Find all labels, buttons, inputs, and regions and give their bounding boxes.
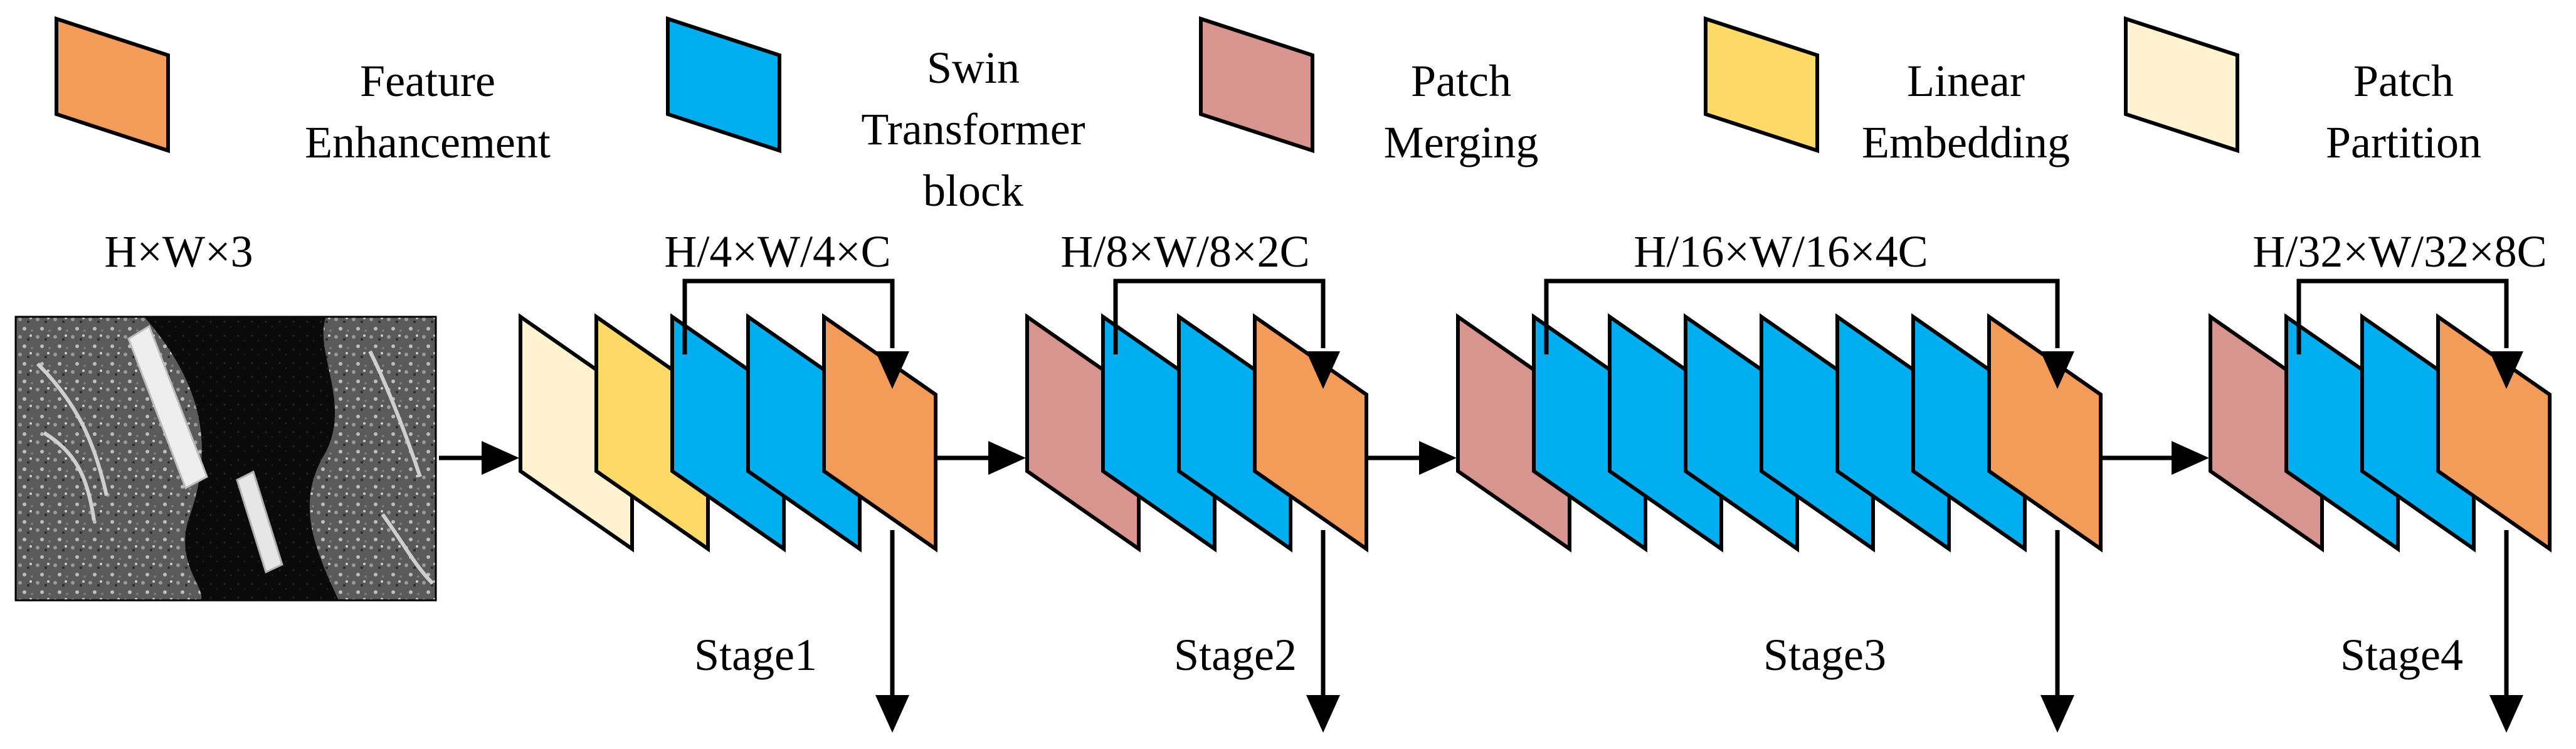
output-arrowhead [1306, 695, 1340, 733]
legend-swatch-feature-enhancement [55, 16, 170, 154]
stage-label: Stage4 [2340, 630, 2463, 680]
legend-swatch-linear-embedding [1704, 16, 1819, 154]
connections [439, 279, 2523, 733]
stage-dimension-label: H/32×W/32×8C [2252, 226, 2547, 277]
stage-dimension-label: H/16×W/16×4C [1634, 226, 1928, 277]
legend-label-swin-block: block [923, 166, 1023, 216]
flow-arrowhead [482, 441, 519, 475]
input-section: H×W×3 [14, 226, 437, 602]
legend-label-feature-enhancement: Feature [360, 56, 495, 106]
output-arrowhead [875, 695, 909, 733]
flow-arrowhead [1419, 441, 1457, 475]
skip-connection [1113, 279, 1326, 354]
legend-swatch-patch-merging [1199, 16, 1314, 154]
stage-label: Stage2 [1174, 630, 1297, 680]
output-arrowhead [2489, 695, 2523, 733]
stage-dimension-label: H/4×W/4×C [664, 226, 890, 277]
output-arrowhead [2040, 695, 2074, 733]
stage-3: H/16×W/16×4C Stage3 [1456, 226, 2103, 680]
stage-dimension-label: H/8×W/8×2C [1060, 226, 1309, 277]
legend-label-linear-embedding: Linear [1907, 56, 2025, 106]
skip-arrowhead [1306, 351, 1340, 389]
stage-2: H/8×W/8×2C Stage2 [1025, 226, 1368, 680]
legend-swatch-patch-partition [2124, 16, 2239, 154]
input-dimension-label: H×W×3 [104, 226, 253, 277]
legend-label-patch-merging: Merging [1384, 117, 1539, 167]
legend-label-patch-partition: Partition [2326, 117, 2481, 167]
flow-arrowhead [2172, 441, 2209, 475]
legend-label-patch-merging: Patch [1411, 56, 1511, 106]
flow-arrowhead [988, 441, 1026, 475]
legend-label-swin-block: Swin [927, 43, 1020, 93]
skip-arrowhead [2040, 351, 2074, 389]
stage-label: Stage3 [1763, 630, 1886, 680]
skip-connection [1544, 279, 2060, 354]
skip-connection [2296, 279, 2509, 354]
stage-label: Stage1 [694, 630, 817, 680]
stage-4: H/32×W/32×8C Stage4 [2209, 226, 2552, 680]
stages: H/4×W/4×C Stage1 H/8×W/8×2C Stage2 H/16×W/16… [519, 226, 2552, 680]
legend-label-swin-block: Transformer [861, 104, 1085, 154]
legend-label-feature-enhancement: Enhancement [305, 117, 551, 167]
legend-swatch-swin-block [666, 16, 781, 154]
skip-arrowhead [875, 351, 909, 389]
skip-connection [682, 279, 895, 354]
input-image [14, 316, 437, 602]
legend-label-linear-embedding: Embedding [1862, 117, 2070, 167]
legend-label-patch-partition: Patch [2353, 56, 2454, 106]
stage-1: H/4×W/4×C Stage1 [519, 226, 937, 680]
skip-arrowhead [2489, 351, 2523, 389]
